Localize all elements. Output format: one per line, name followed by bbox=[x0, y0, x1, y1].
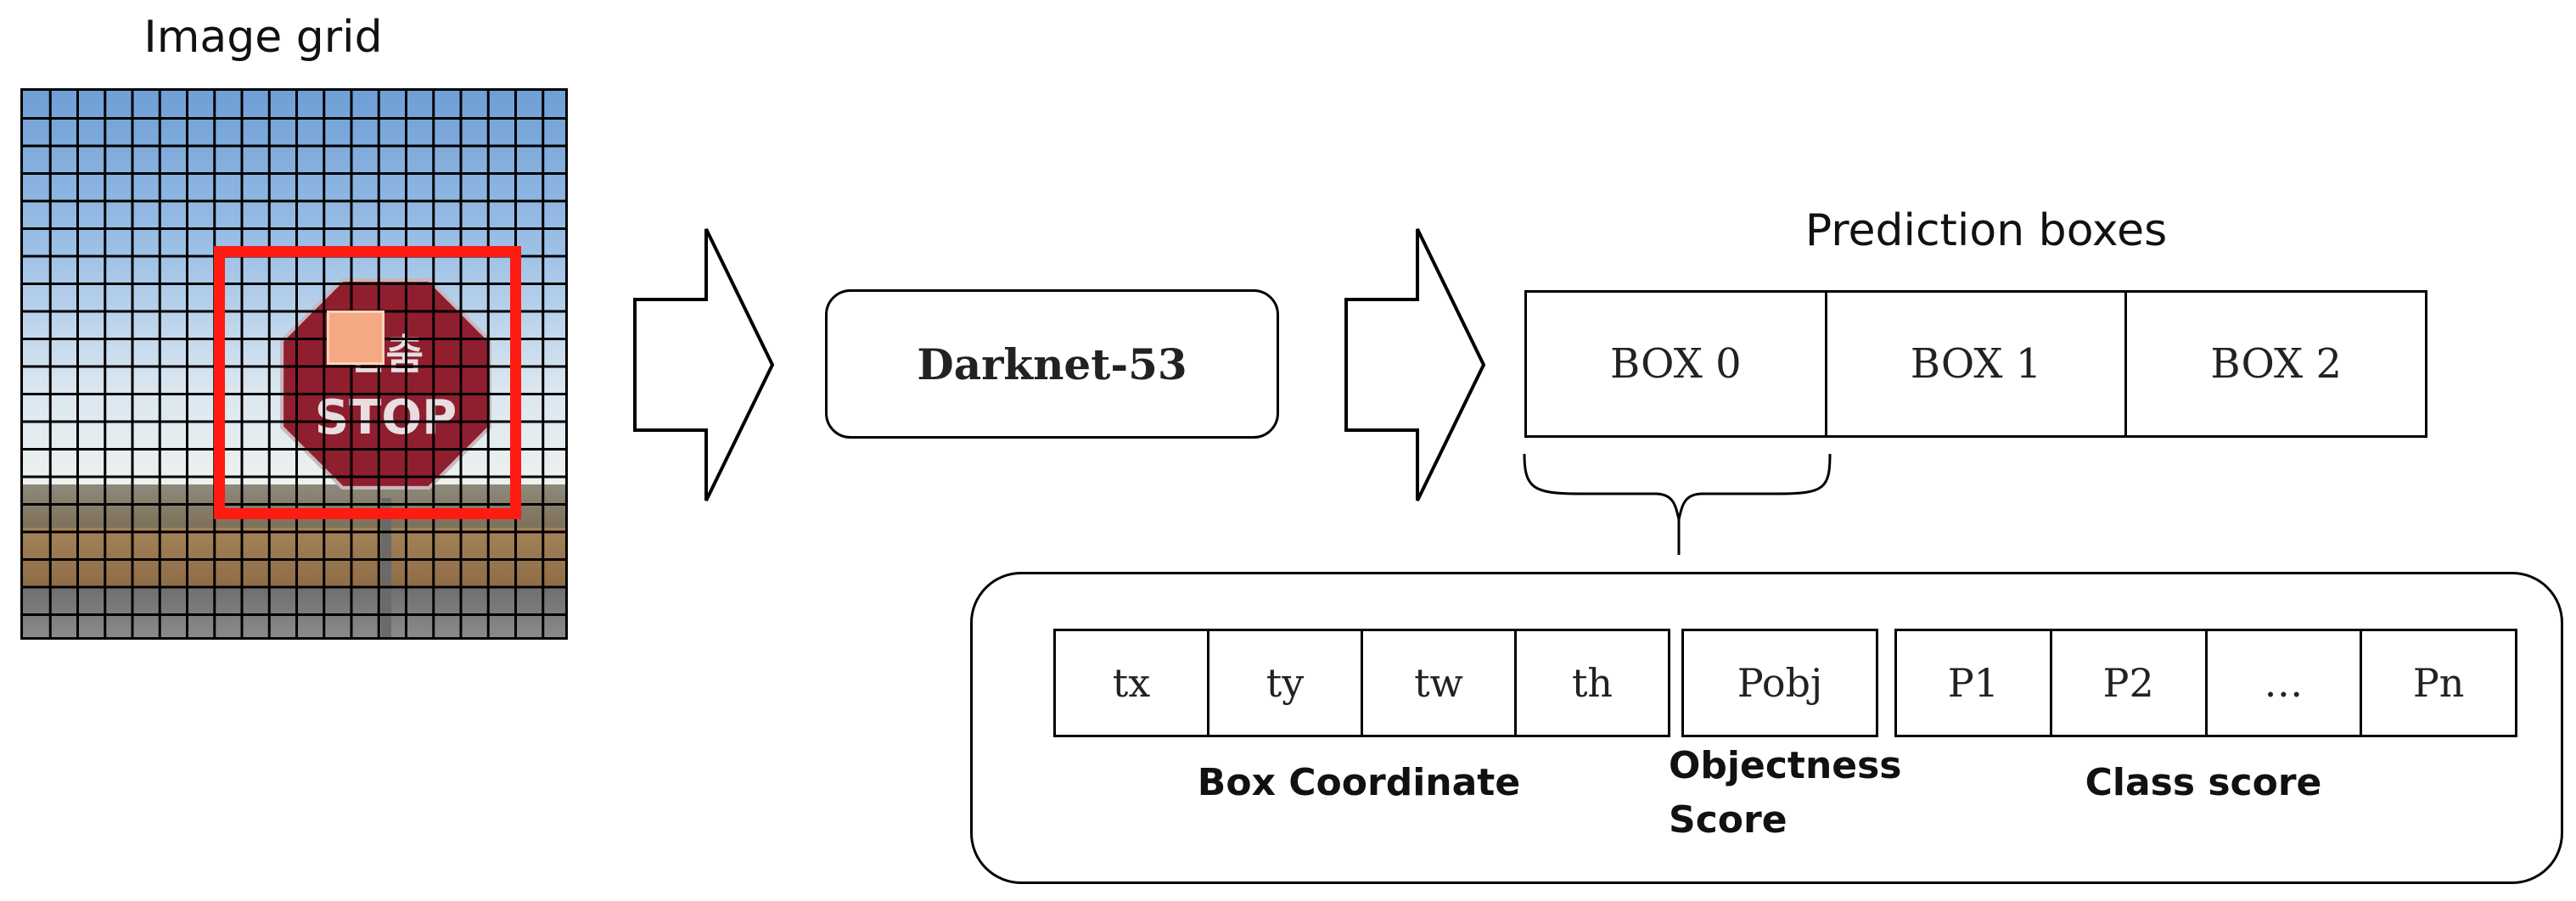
prediction-box-2: BOX 2 bbox=[2124, 293, 2425, 435]
ty-cell: ty bbox=[1207, 631, 1361, 735]
grid-overlay bbox=[23, 91, 565, 637]
darknet-53-block: Darknet-53 bbox=[825, 289, 1279, 439]
curly-brace-icon bbox=[1523, 453, 1832, 520]
box-coordinate-label: Box Coordinate bbox=[1197, 761, 1521, 804]
objectness-label-line1: Objectness bbox=[1669, 744, 1902, 787]
prediction-box-1: BOX 1 bbox=[1824, 293, 2125, 435]
objectness-cells: Pobj bbox=[1681, 629, 1878, 737]
box-coordinate-cells: tx ty tw th bbox=[1053, 629, 1670, 737]
image-grid-title: Image grid bbox=[143, 12, 383, 63]
objectness-label-line2: Score bbox=[1669, 798, 1787, 842]
tw-cell: tw bbox=[1361, 631, 1514, 735]
road bbox=[23, 588, 565, 637]
stop-sign-photo: 멈춤 STOP bbox=[20, 88, 568, 640]
class-score-cells: P1 P2 … Pn bbox=[1894, 629, 2517, 737]
ellipsis-cell: … bbox=[2204, 631, 2360, 735]
arrow-right-icon bbox=[633, 228, 775, 501]
p2-cell: P2 bbox=[2049, 631, 2205, 735]
class-score-label: Class score bbox=[2085, 761, 2322, 804]
tx-cell: tx bbox=[1112, 660, 1151, 706]
th-cell: th bbox=[1514, 631, 1668, 735]
pobj-cell: Pobj bbox=[1737, 660, 1823, 706]
highlight-bounding-box bbox=[214, 246, 521, 519]
box-vector-detail: tx ty tw th Pobj P1 P2 … Pn Box Coordina… bbox=[970, 572, 2563, 884]
center-grid-cell bbox=[327, 311, 384, 365]
prediction-boxes-row: BOX 0 BOX 1 BOX 2 bbox=[1524, 290, 2427, 438]
pn-cell: Pn bbox=[2360, 631, 2515, 735]
prediction-boxes-title: Prediction boxes bbox=[1804, 205, 2168, 256]
arrow-right-icon bbox=[1344, 228, 1486, 501]
prediction-box-0: BOX 0 bbox=[1610, 340, 1742, 388]
p1-cell: P1 bbox=[1947, 660, 1999, 706]
